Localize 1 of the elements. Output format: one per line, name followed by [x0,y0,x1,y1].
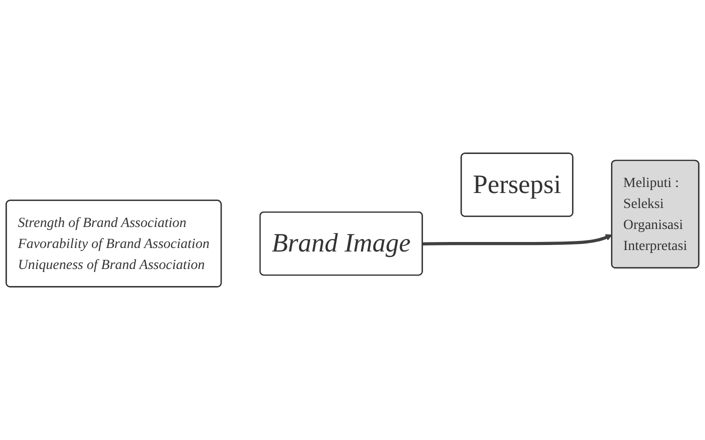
arrow [422,234,612,246]
